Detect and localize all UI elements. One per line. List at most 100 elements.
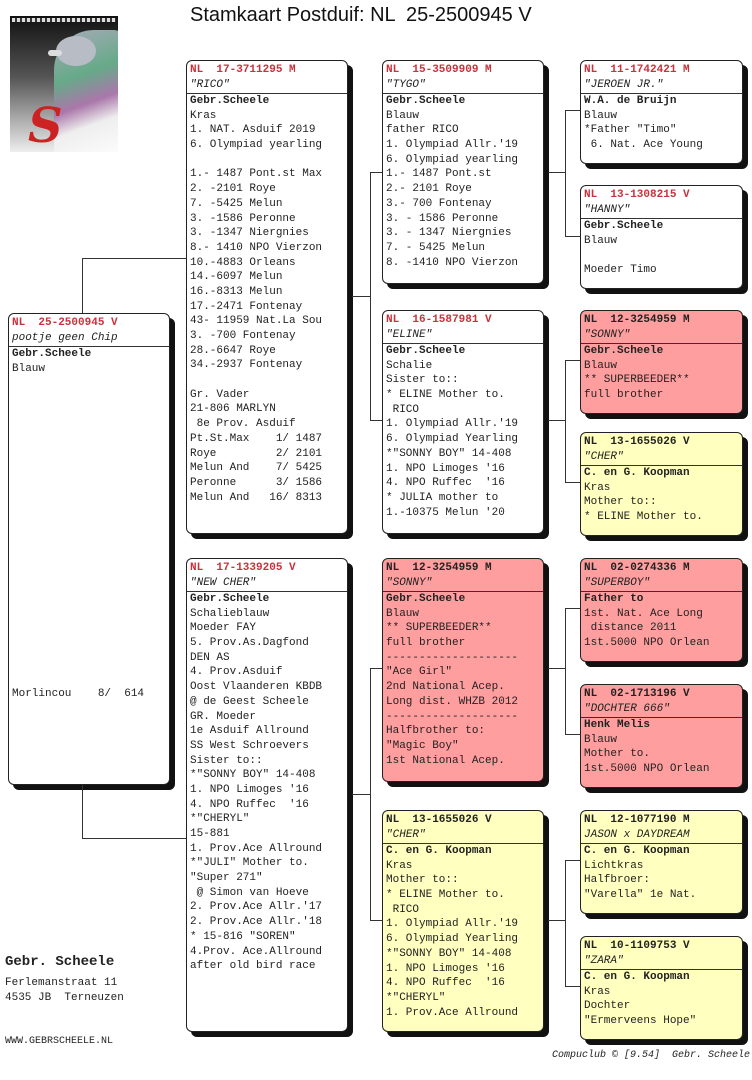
info-line: Oost Vlaanderen KBDB [190,681,323,694]
info-line: after old bird race [190,960,316,973]
connector [565,608,580,609]
info-line: Moeder FAY [190,622,257,635]
ring-number: NL 11-1742421 M [584,64,690,76]
info-line: Gr. Vader [190,388,250,401]
info-line: @ de Geest Scheele [190,695,309,708]
connector [352,296,370,297]
ring-number: NL 12-3254959 M [584,314,690,326]
logo-letter: S [28,98,63,152]
info-line: 28.-6647 Roye [190,344,276,357]
info-line [187,373,347,388]
connector [565,236,580,237]
info-line: *"CHERYL" [386,991,446,1004]
pigeon-name: "SONNY" [383,576,543,592]
info-line: 4.Prov. Ace.Allround [190,945,323,958]
info-line: 8. -1410 NPO Vierzon [386,256,519,269]
info-line: SS West Schroevers [190,739,309,752]
color: Blauw [12,362,46,375]
info-line: 1st. Nat. Ace Long [584,607,703,620]
connector [565,860,580,861]
info-line: Halfbrother to: [386,725,486,738]
ring-number: NL 13-1655026 V [386,814,492,826]
info-line: Kras [386,859,413,872]
connector [565,734,580,735]
info-line: 1st National Acep. [386,754,505,767]
owner: Gebr.Scheele [386,345,466,357]
connector [565,860,566,987]
pigeon-name: JASON x DAYDREAM [581,828,742,844]
owner: C. en G. Koopman [584,971,690,983]
info-line: Mother to. [584,748,651,761]
info-line: 1. Prov.Ace Allround [386,1006,519,1019]
connector [370,172,382,173]
info-line: 15-881 [190,828,230,840]
info-line: 3.- 700 Fontenay [386,197,492,210]
connector [370,420,382,421]
info-line: 1. NPO Limoges '16 [386,962,505,975]
info-line: Blauw [386,607,420,620]
connector [548,172,565,173]
pigeon-name: "HANNY" [581,203,742,219]
breeder-name: Gebr. Scheele [5,954,115,970]
info-line: Melun And 7/ 5425 [190,462,323,475]
ring-number: NL 12-1077190 M [584,814,690,826]
info-line: Mother to:: [386,874,459,887]
breeder-website[interactable]: WWW.GEBRSCHEELE.NL [5,1036,114,1047]
info-line: 2. -2101 Roye [190,183,276,196]
page-title: Stamkaart Postduif: NL 25-2500945 V [190,4,532,26]
info-line: 6. Olympiad yearling [190,139,323,152]
info-line: *"SONNY BOY" 14-408 [386,447,512,460]
info-line: @ Simon van Hoeve [190,886,309,899]
info-line: * 15-816 "SOREN" [190,930,296,943]
info-line: 43- 11959 Nat.La Sou [190,315,323,328]
info-line: Schalie [386,359,433,372]
owner: Father to [584,593,644,605]
info-line: 1.- 1487 Pont.st [386,168,492,181]
info-line: 4. NPO Ruffec '16 [386,477,505,490]
info-line [187,153,347,168]
owner: C. en G. Koopman [584,467,690,479]
info-line: 34.-2937 Fontenay [190,359,303,372]
ring-number: NL 13-1308215 V [584,189,690,201]
info-line: 1. NAT. Asduif 2019 [190,124,316,137]
subject-result: Morlincou 8/ 614 [12,688,145,700]
info-line: 6. Olympiad Yearling [386,933,519,946]
info-line: 2. Prov.Ace Allr.'17 [190,901,323,914]
info-line: 1. Prov.Ace Allround [190,842,323,855]
pigeon-name: "JEROEN JR." [581,78,742,94]
info-line: 1. NPO Limoges '16 [190,783,309,796]
info-line: *"CHERYL" [190,813,250,826]
owner: Henk Melis [584,719,651,731]
info-line: 5. Prov.As.Dagfond [190,637,309,650]
info-line: * ELINE Mother to. [584,511,703,524]
info-line: 2. Prov.Ace Allr.'18 [190,916,323,929]
info-line: 21-806 MARLYN [190,403,276,416]
info-line: DEN AS [190,651,230,664]
connector [565,482,580,483]
connector [548,668,565,669]
info-line: Blauw [584,234,618,247]
connector [370,172,371,421]
connector [82,258,186,259]
info-line: 1st.5000 NPO Orlean [584,763,710,776]
info-line: Sister to:: [386,374,459,387]
info-line: father RICO [386,124,459,137]
info-line: ** SUPERBEEDER** [386,622,492,635]
info-line: "Super 271" [190,872,263,885]
breeder-street: Ferlemanstraat 11 [5,977,118,989]
pigeon-head [56,36,96,66]
info-line: 17.-2471 Fontenay [190,300,303,313]
info-line: 1. Olympiad Allr.'19 [386,139,519,152]
owner: Gebr.Scheele [584,220,664,232]
logo-strip [12,18,116,22]
ring-number: NL 12-3254959 M [386,562,492,574]
owner: Gebr.Scheele [584,345,664,357]
info-line: 2.- 2101 Roye [386,183,472,196]
info-line: * ELINE Mother to. [386,889,505,902]
info-line: Lichtkras [584,859,644,872]
pigeon-name: "RICO" [187,78,347,94]
info-line: 1. Olympiad Allr.'19 [386,918,519,931]
